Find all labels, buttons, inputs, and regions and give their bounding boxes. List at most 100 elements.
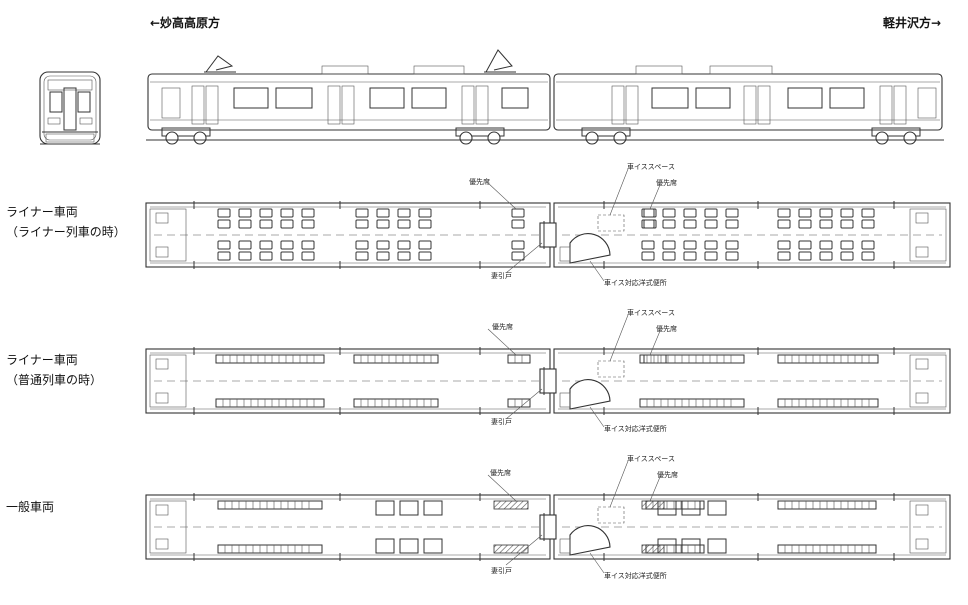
cross-seat [840,240,854,250]
cross-seat [683,240,697,250]
cross-seat [662,240,676,250]
layout-label-line2: （ライナー列車の時） [6,225,126,239]
cab-seat [155,392,169,404]
box-seat [423,500,443,516]
long-seat [217,544,323,554]
long-seat [507,398,531,408]
long-seat [777,354,879,364]
long-seat [639,354,745,364]
cross-seat [511,219,525,229]
cross-seat [355,208,369,218]
cab-seat [915,246,929,258]
layout-label-liner-express: ライナー車両 （ライナー列車の時） [6,202,126,242]
cross-seat [798,240,812,250]
cross-seat [397,240,411,250]
gangway [539,514,557,540]
box-seat [399,538,419,554]
leader-line [505,534,543,566]
cross-seat [238,208,252,218]
floor-plan-long [145,314,951,428]
cross-seat [280,208,294,218]
leader-line [609,460,629,508]
long-seat [643,354,667,364]
side-door [893,85,907,125]
side-window [369,87,405,109]
cross-seat [418,208,432,218]
priority-seat-hatch [493,500,529,510]
cross-seat [259,240,273,250]
cross-seat [280,240,294,250]
cross-seat [662,208,676,218]
cross-seat [840,219,854,229]
side-window [787,87,823,109]
cross-seat [217,208,231,218]
accessible-toilet [569,525,611,556]
cab-area [149,354,187,408]
cross-seat [861,219,875,229]
floor-plan-cross [145,168,951,282]
cross-seat [861,251,875,261]
cross-seat [217,240,231,250]
wheel [459,131,473,145]
side-door [327,85,341,125]
long-seat [217,500,323,510]
cab-seat [155,358,169,370]
leader-line [589,552,605,574]
toilet-fixture [559,538,571,554]
accessible-toilet [569,379,611,410]
side-window [651,87,689,109]
box-seat [707,500,727,516]
cross-seat [397,219,411,229]
side-door [611,85,625,125]
long-seat [777,398,879,408]
callout-accessible-toilet: 車イス対応洋式便所 [604,279,667,287]
cross-seat [355,251,369,261]
cross-seat [259,208,273,218]
side-door [461,85,475,125]
train-side-elevation [146,49,944,145]
cab-seat [155,504,169,516]
long-seat [215,398,325,408]
direction-right-label: 軽井沢方→ [883,16,942,30]
cross-seat [819,219,833,229]
floor-plan-general [145,460,951,574]
cross-seat [704,208,718,218]
cross-seat [798,219,812,229]
callout-accessible-toilet: 車イス対応洋式便所 [604,572,667,580]
cab-seat [915,504,929,516]
layout-label-liner-local: ライナー車両 （普通列車の時） [6,350,102,390]
cross-seat [725,240,739,250]
cross-seat [683,219,697,229]
wheel [193,131,207,145]
cab-window [917,87,937,119]
side-window [233,87,269,109]
cross-seat [217,251,231,261]
toilet-fixture [559,246,571,262]
cab-area [909,354,947,408]
callout-priority-seat: 優先席 [657,471,678,479]
wheel [875,131,889,145]
side-window [411,87,447,109]
leader-line [487,474,517,502]
cross-seat [355,219,369,229]
cross-seat [819,208,833,218]
floor-plans [145,168,951,574]
direction-left-label: ←妙高高原方 [150,16,221,30]
cross-seat [840,208,854,218]
cab-seat [915,538,929,550]
side-door [205,85,219,125]
cross-seat [683,251,697,261]
cab-seat [915,212,929,224]
cross-seat [301,208,315,218]
cross-seat [683,208,697,218]
side-door [757,85,771,125]
side-window [501,87,529,109]
callout-sliding-door: 妻引戸 [491,418,512,426]
wheel [487,131,501,145]
cross-seat [301,240,315,250]
cross-seat [641,251,655,261]
leader-line [649,184,661,210]
cross-seat [725,208,739,218]
cross-seat [777,251,791,261]
